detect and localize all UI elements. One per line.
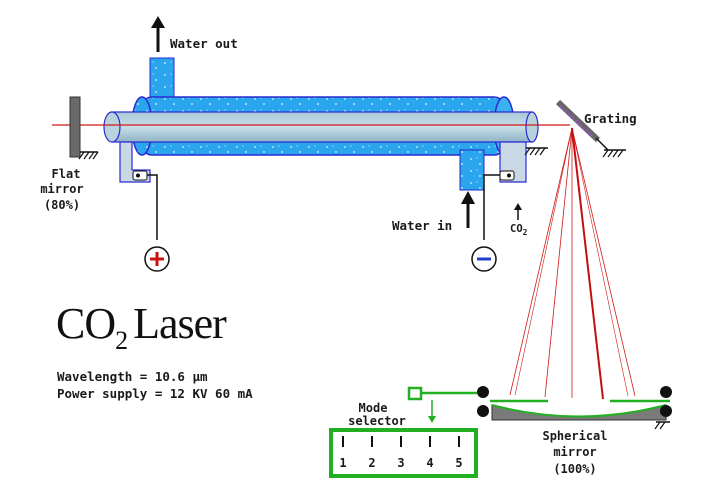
left-electrode (119, 141, 158, 240)
title-subscript: 2 (115, 326, 127, 355)
water-out-arrow (151, 16, 165, 52)
water-in-pipe (459, 149, 485, 191)
title-co: CO (56, 299, 115, 348)
mode-number-5: 5 (455, 456, 462, 470)
flat-mirror-label-2: mirror (40, 182, 83, 196)
mode-number-3: 3 (397, 456, 404, 470)
spherical-mirror-label-3: (100%) (553, 462, 596, 476)
co2-inlet-label: CO2 (510, 223, 528, 237)
spherical-mirror-label-1: Spherical (542, 429, 607, 443)
mode-selector-label-1: Mode (359, 401, 388, 415)
positive-terminal-icon (144, 246, 170, 272)
mode-number-2: 2 (368, 456, 375, 470)
mode-number-1: 1 (339, 456, 346, 470)
mode-selector-linkage (407, 386, 477, 423)
water-out-label: Water out (170, 36, 238, 51)
co2-inlet-arrow (514, 203, 522, 220)
mode-selector-label-2: selector (348, 414, 406, 428)
mode-selector-scale[interactable] (329, 428, 478, 478)
water-in-arrow (461, 191, 475, 228)
water-out-pipe (149, 57, 175, 101)
spherical-mirror-label-2: mirror (553, 445, 596, 459)
spec-block: Wavelength = 10.6 µm Power supply = 12 KV… (57, 368, 253, 402)
grating-label: Grating (584, 111, 637, 126)
discharge-tube (103, 111, 539, 143)
diffracted-rays (509, 127, 636, 400)
water-in-label: Water in (392, 218, 452, 233)
flat-mirror-label-1: Flat (52, 167, 81, 181)
title-laser: Laser (133, 299, 227, 348)
right-electrode (483, 141, 548, 240)
grating (555, 99, 626, 158)
spherical-mirror (477, 386, 672, 430)
negative-terminal-icon (471, 246, 497, 272)
flat-mirror-label-3: (80%) (44, 198, 80, 212)
flat-mirror (69, 96, 99, 160)
spec-wavelength: Wavelength = 10.6 µm (57, 369, 208, 384)
spec-power-supply: Power supply = 12 KV 60 mA (57, 386, 253, 401)
mode-number-4: 4 (426, 456, 433, 470)
